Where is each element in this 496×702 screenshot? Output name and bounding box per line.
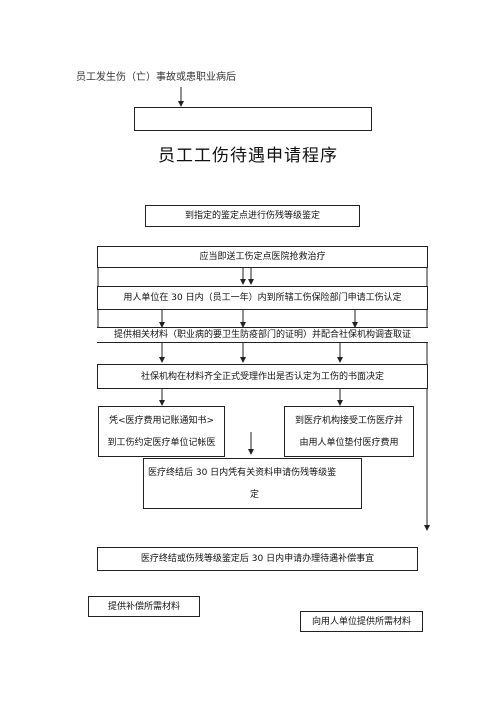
apply-assess-line-2: 定 <box>249 489 259 500</box>
apply-assess-line-1: 医疗终结后 30 日内凭有关资料申请伤残等级鉴 <box>148 467 337 478</box>
step-provide-materials: 提供相关材料（职业病的要卫生防疫部门的证明）并配合社保机构调查取证 <box>97 327 428 343</box>
step-medical-notice: 凭<医疗费用记账通知书> 到工伤约定医疗单位记帐医 <box>98 406 225 457</box>
step-decision: 社保机构在材料齐全正式受理作出是否认定为工伤的书面决定 <box>97 364 428 389</box>
other-hospital-line-1: 到医疗机构接受工伤医疗并 <box>294 415 403 426</box>
step-other-hospital: 到医疗机构接受工伤医疗并 由用人单位垫付医疗费用 <box>284 406 414 457</box>
step-disability-assessment: 到指定的鉴定点进行伤残等级鉴定 <box>145 205 360 227</box>
step-provide-compensation-materials: 提供补偿所需材料 <box>88 596 200 617</box>
medical-notice-line-2: 到工伤约定医疗单位记帐医 <box>107 437 216 448</box>
step-emergency-treatment: 应当即送工伤定点医院抢救治疗 <box>97 246 428 268</box>
trigger-text: 员工发生伤（亡）事故或患职业病后 <box>76 72 236 83</box>
medical-notice-line-1: 凭<医疗费用记账通知书> <box>108 415 215 426</box>
step-employer-materials: 向用人单位提供所需材料 <box>300 611 423 632</box>
other-hospital-line-2: 由用人单位垫付医疗费用 <box>299 437 399 448</box>
step-apply-assessment: 医疗终结后 30 日内凭有关资料申请伤残等级鉴 定 <box>143 458 362 509</box>
page-title: 员工工伤待遇申请程序 <box>158 146 338 166</box>
step-employer-apply: 用人单位在 30 日内（员工一年）内到所辖工伤保险部门申请工伤认定 <box>97 286 428 310</box>
step-compensation: 医疗终结或伤残等级鉴定后 30 日内申请办理待遇补偿事宜 <box>97 547 418 571</box>
blank-box <box>134 107 372 131</box>
